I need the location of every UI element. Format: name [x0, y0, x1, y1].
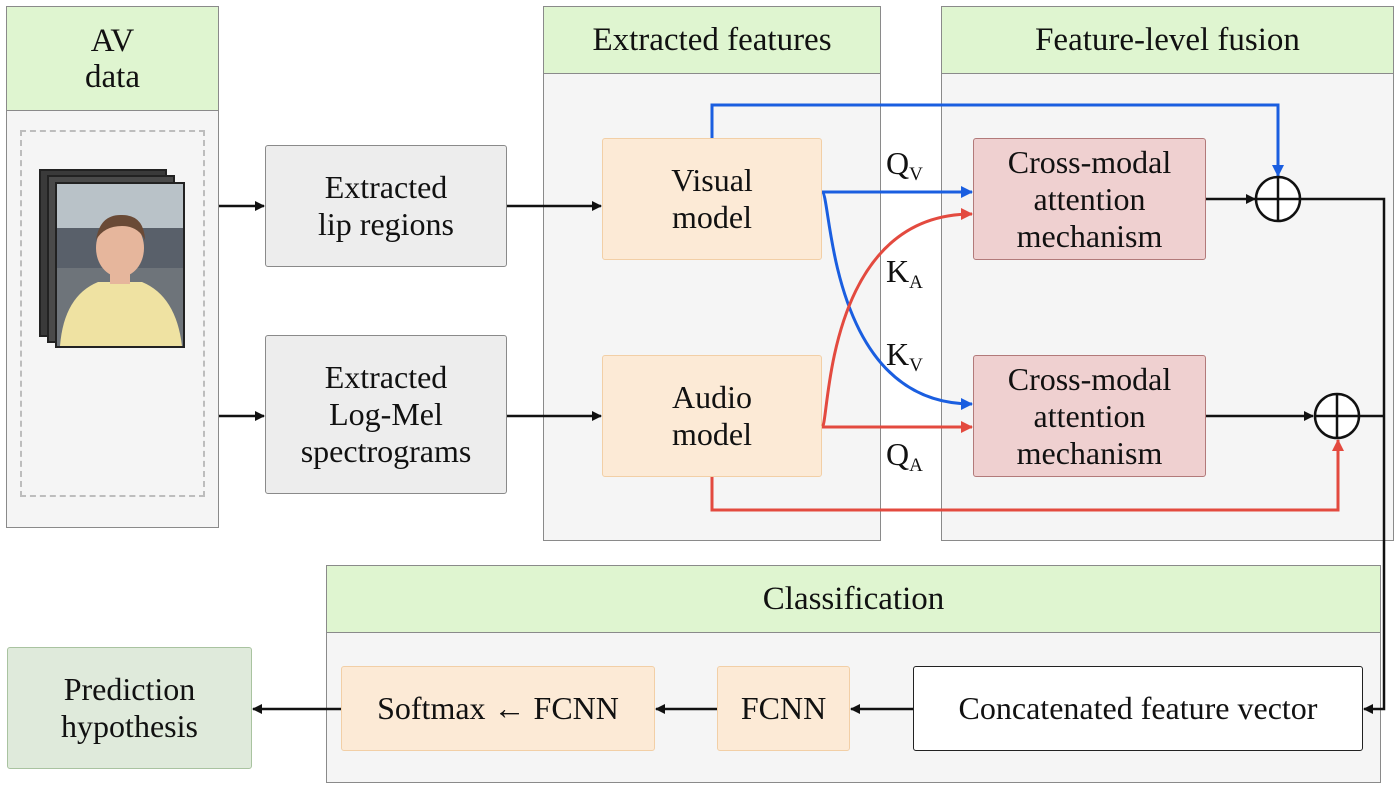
extracted-features-header: Extracted features [543, 6, 881, 74]
input-frame [20, 130, 205, 497]
audio-model-box: Audio model [602, 355, 822, 477]
concatenated-feature-vector-box: Concatenated feature vector [913, 666, 1363, 751]
visual-model-box: Visual model [602, 138, 822, 260]
prediction-hypothesis-box: Prediction hypothesis [7, 647, 252, 769]
label-ka: KA [886, 253, 923, 293]
circled-plus-icon [1254, 175, 1302, 223]
arrow-audio-skip [710, 439, 1344, 512]
arrow-ka [820, 208, 973, 429]
arrow-visual-skip [710, 103, 1284, 177]
softmax-fcnn-box: Softmax ← FCNN [341, 666, 655, 751]
log-mel-box: Extracted Log-Mel spectrograms [265, 335, 507, 494]
feature-fusion-header: Feature-level fusion [941, 6, 1394, 74]
fcnn-box: FCNN [717, 666, 850, 751]
lip-regions-box: Extracted lip regions [265, 145, 507, 267]
audio-waveform-icon [38, 374, 192, 462]
arrow-sum-top-out [1300, 197, 1386, 714]
arrow-kv [820, 190, 973, 410]
circled-plus-icon [1313, 392, 1361, 440]
cross-modal-attention-bottom: Cross-modal attention mechanism [973, 355, 1206, 477]
label-kv: KV [886, 336, 923, 376]
classification-header: Classification [326, 565, 1381, 633]
video-frames-icon [39, 169, 185, 348]
label-qa: QA [886, 436, 923, 476]
cross-modal-attention-top: Cross-modal attention mechanism [973, 138, 1206, 260]
av-data-header: AV data [6, 6, 219, 111]
label-qv: QV [886, 145, 923, 185]
